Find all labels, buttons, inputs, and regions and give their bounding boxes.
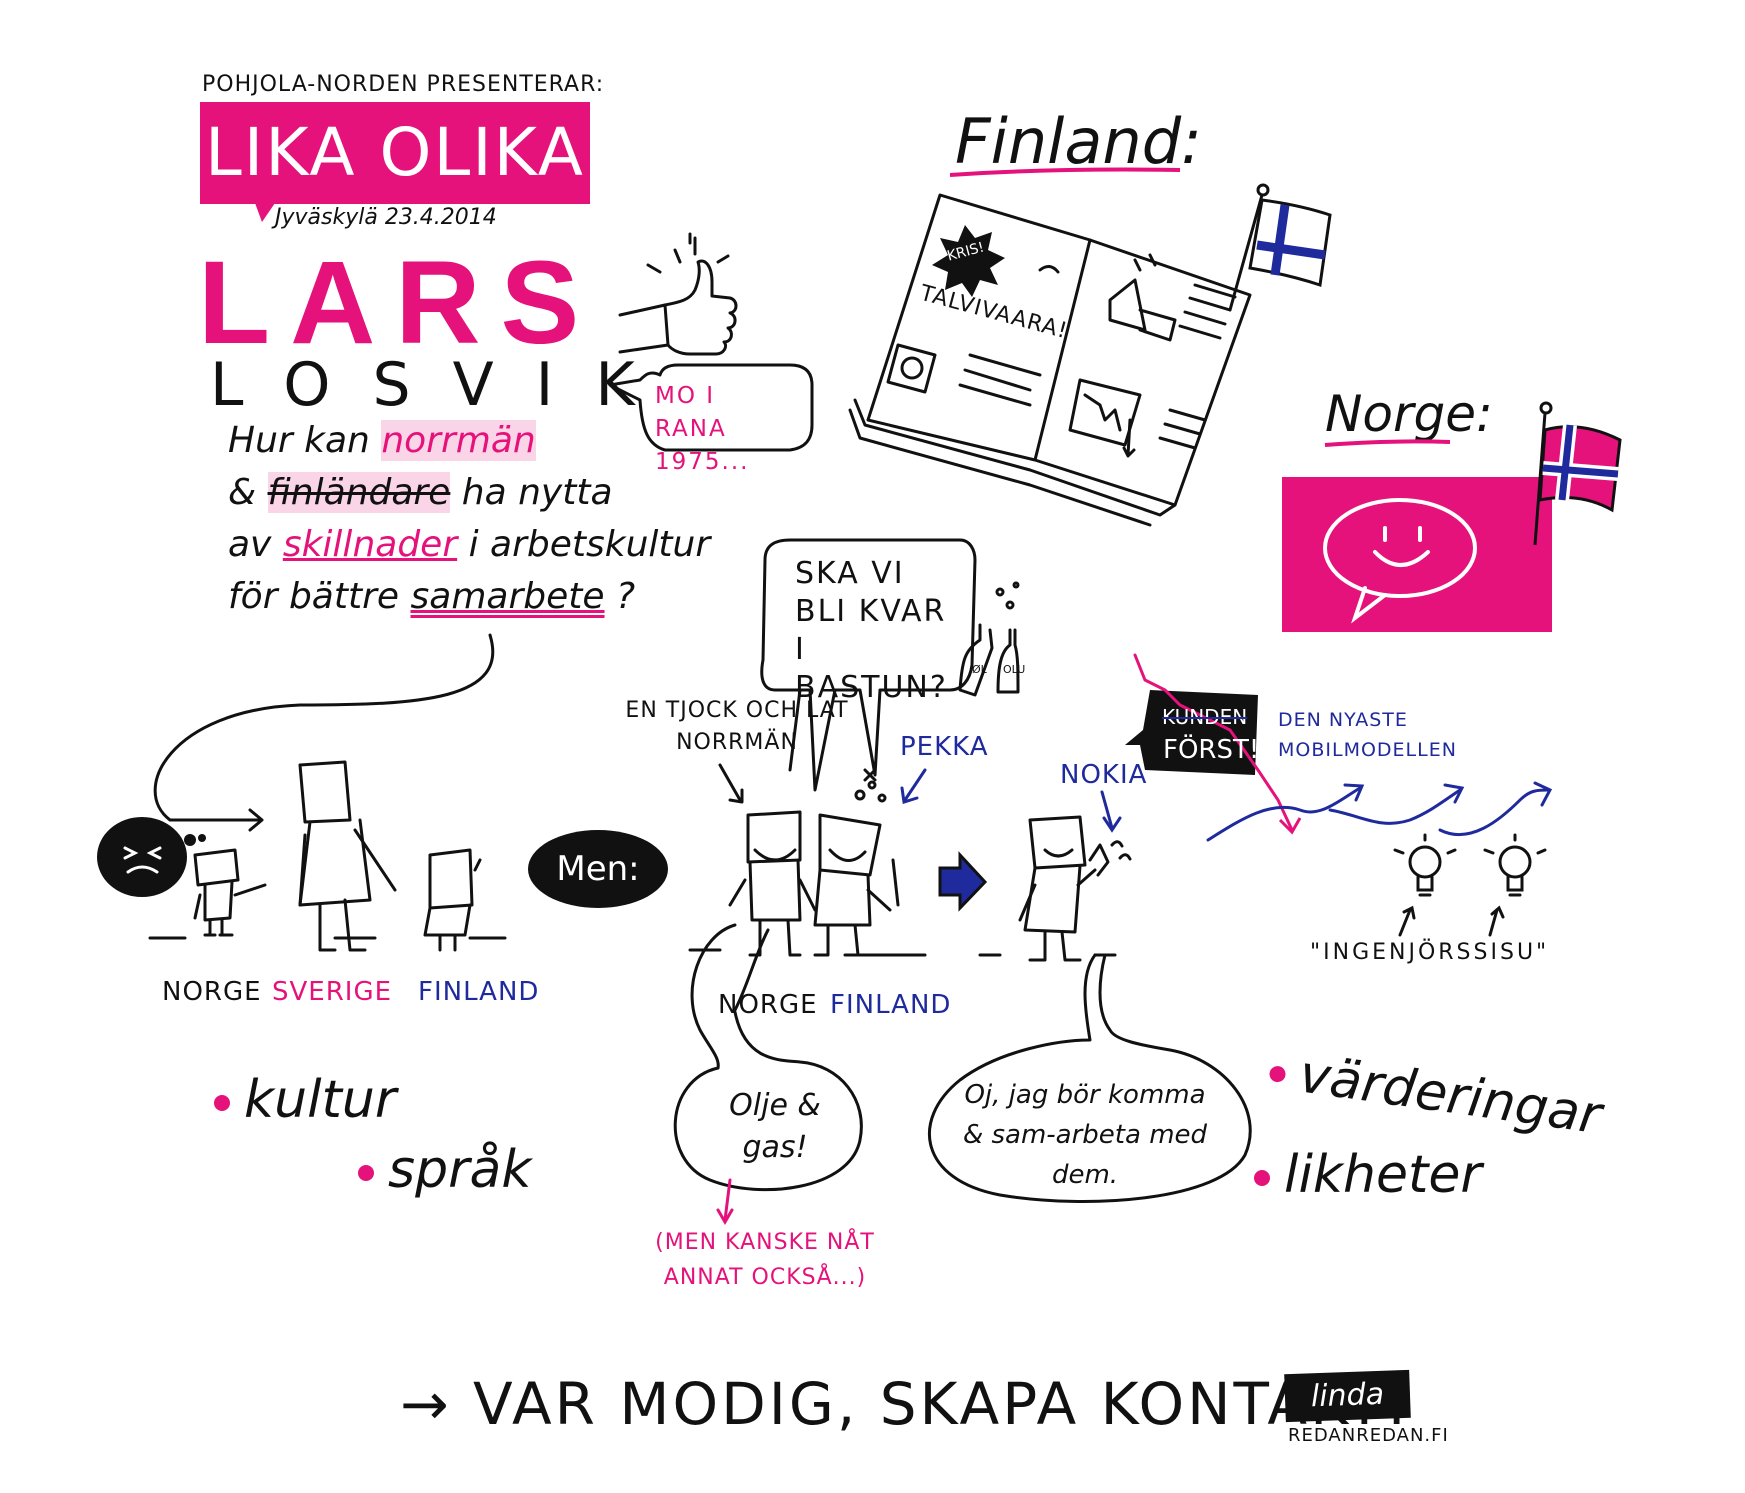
nokia-label: NOKIA — [1060, 760, 1148, 790]
finland-heading: Finland: — [955, 105, 1202, 178]
tjock-norrman-label: EN TJOCK OCH LAT NORRMÄN — [625, 698, 849, 755]
presenter-label: POHJOLA-NORDEN PRESENTERAR: — [202, 72, 605, 97]
bullet-dot — [214, 1095, 230, 1111]
bullet-kultur: kultur — [214, 1070, 396, 1130]
norge-heading: Norge: — [1325, 385, 1493, 443]
bullet-text: likheter — [1284, 1145, 1482, 1205]
question-word: Hur kan — [228, 420, 370, 461]
men-blob: Men: — [528, 830, 668, 908]
forst-label: FÖRST! — [1163, 735, 1260, 765]
signature-badge: linda — [1284, 1369, 1411, 1423]
question-line-1: Hur kan norrmän — [228, 415, 710, 467]
oj-jag-bor-text: Oj, jag bör komma & sam-arbeta med dem. — [962, 1080, 1208, 1190]
question-highlight-finlandare: finländare — [267, 472, 451, 513]
sauna-bubble-text: SKA VI BLI KVAR I BASTUN? — [795, 556, 948, 705]
nyaste-mobil-label: DEN NYASTE MOBILMODELLEN — [1278, 709, 1457, 761]
bullet-dot — [1254, 1170, 1270, 1186]
country-label-finland: FINLAND — [418, 977, 540, 1007]
call-to-action: → VAR MODIG, SKAPA KONTAKT! — [400, 1370, 1412, 1438]
question-word: ha nytta — [461, 472, 613, 513]
bottle-label-ol: ØL — [972, 663, 987, 676]
bottle-label-olu: OLU — [1003, 663, 1026, 676]
speaker-last-name: LOSVIK — [210, 350, 677, 420]
question-word: av — [228, 524, 272, 565]
bullet-dot — [358, 1165, 374, 1181]
sauna-label-finland: FINLAND — [830, 990, 952, 1020]
question-line-4: för bättre samarbete ? — [228, 571, 710, 623]
men-text: Men: — [556, 849, 640, 889]
bullet-text: språk — [388, 1140, 532, 1200]
question-line-3: av skillnader i arbetskultur — [228, 519, 710, 571]
ingenjorssisu-label: "INGENJÖRSSISU" — [1310, 940, 1550, 965]
country-label-norge: NORGE — [162, 977, 262, 1007]
question-mark: ? — [615, 576, 636, 617]
question-line-2: & finländare ha nytta — [228, 467, 710, 519]
pekka-label: PEKKA — [900, 732, 989, 762]
question-highlight-norrman: norrmän — [381, 420, 536, 461]
speaker-first-name: LARS — [198, 237, 600, 369]
bullet-likheter: likheter — [1254, 1145, 1482, 1205]
title-banner: LIKA OLIKA — [200, 102, 590, 204]
question-text: Hur kan norrmän & finländare ha nytta av… — [228, 415, 710, 623]
country-label-sverige: SVERIGE — [272, 977, 393, 1007]
title-text: LIKA OLIKA — [205, 114, 585, 191]
bullet-sprak: språk — [358, 1140, 531, 1200]
signature-text: linda — [1310, 1376, 1385, 1415]
question-word: i arbetskultur — [468, 524, 711, 565]
question-word: & — [228, 472, 257, 513]
question-highlight-samarbete: samarbete — [410, 576, 605, 617]
bullet-dot — [1268, 1065, 1287, 1084]
bullet-text: kultur — [244, 1070, 397, 1130]
olje-gas-text: Olje & gas! — [729, 1088, 821, 1165]
men-kanske-text: (MEN KANSKE NÅT ANNAT OCKSÅ...) — [655, 1230, 875, 1290]
kunden-label: KUNDEN — [1162, 705, 1248, 729]
site-label: REDANREDAN.FI — [1288, 1425, 1449, 1446]
question-highlight-skillnader: skillnader — [282, 524, 458, 565]
speaker-bubble-text: MO I RANA 1975... — [655, 383, 750, 475]
question-word: för bättre — [228, 576, 400, 617]
place-date: Jyväskylä 23.4.2014 — [275, 205, 497, 230]
